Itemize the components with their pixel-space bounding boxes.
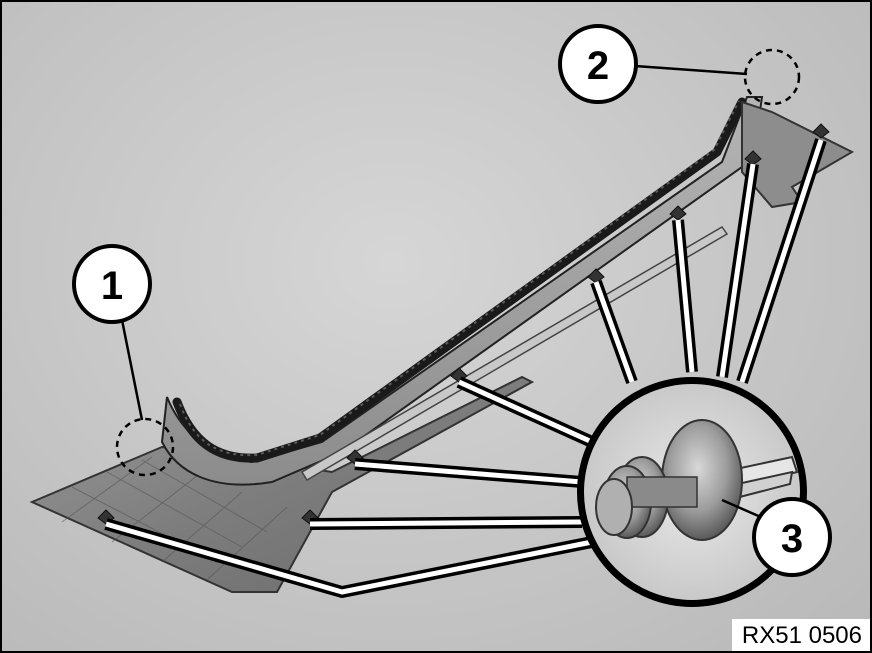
callout-1-label: 1 [101,264,123,308]
trim-clip-icon [595,419,799,541]
clip-marker [669,205,687,221]
magnified-clip-view [577,377,807,607]
clip-marker [812,123,830,139]
detail-circle-2 [743,48,801,106]
clip-markers [97,123,830,525]
callout-3-label: 3 [781,517,803,561]
detail-circle-1 [115,417,175,477]
callout-1: 1 [72,244,152,421]
lower-panel [29,375,535,593]
clip-marker [587,268,605,284]
reference-code: RX51 0506 [731,619,870,651]
callout-2-label: 2 [587,44,609,88]
clip-marker [744,150,762,166]
leader-lines [104,138,827,598]
callout-3: 3 [752,497,832,577]
sill-trim-strip [160,96,855,486]
callout-2: 2 [558,24,748,104]
